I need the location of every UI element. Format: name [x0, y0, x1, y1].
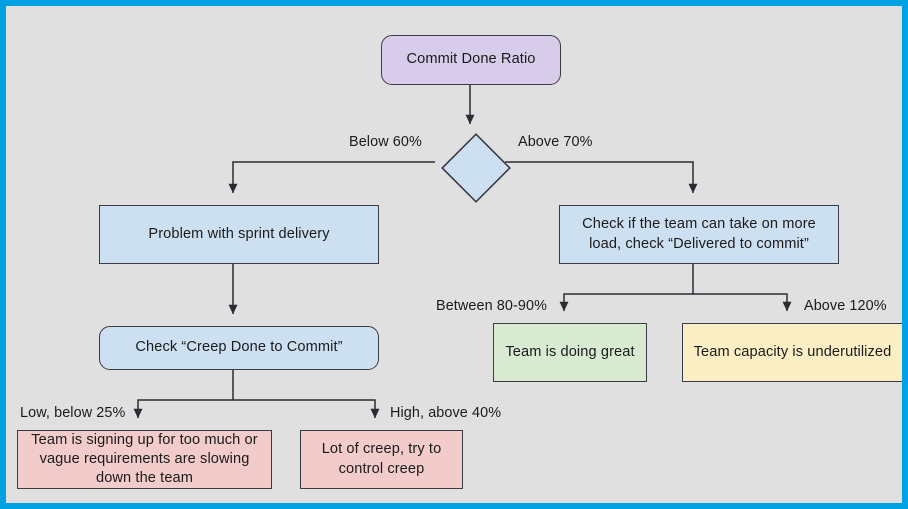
node-check-if-team-can-take-more-load[interactable]: Check if the team can take on more load,…: [559, 205, 839, 264]
edge-decision-to-check-load: [505, 161, 698, 194]
edge-label-above-70: Above 70%: [518, 134, 593, 150]
edge-label-low-below-25: Low, below 25%: [20, 405, 126, 421]
node-problem-with-sprint-delivery[interactable]: Problem with sprint delivery: [99, 205, 379, 264]
edge-creep-to-lot-of-creep: [233, 399, 380, 419]
node-team-signing-up-for-too-much[interactable]: Team is signing up for too much or vague…: [17, 430, 272, 489]
edge-creep-to-signing-up: [133, 364, 234, 419]
node-label: Check if the team can take on more load,…: [582, 216, 816, 252]
edge-label-between-80-90: Between 80-90%: [436, 298, 548, 314]
node-label: Team is signing up for too much or vague…: [31, 431, 258, 487]
node-lot-of-creep[interactable]: Lot of creep, try to control creep: [300, 430, 463, 489]
edge-label-above-120: Above 120%: [804, 298, 887, 314]
node-team-is-doing-great[interactable]: Team is doing great: [493, 323, 647, 382]
node-check-creep-done-to-commit[interactable]: Check “Creep Done to Commit”: [99, 326, 379, 370]
node-label: Lot of creep, try to control creep: [321, 441, 442, 477]
edge-label-high-above-40: High, above 40%: [390, 405, 502, 421]
edge-load-to-underutilized: [693, 293, 792, 312]
node-label: Team capacity is underutilized: [693, 343, 892, 360]
decision-diamond[interactable]: [441, 133, 511, 203]
edge-decision-to-problem: [228, 161, 435, 194]
node-team-capacity-is-underutilized[interactable]: Team capacity is underutilized: [682, 323, 902, 382]
node-label: Team is doing great: [505, 343, 635, 360]
edge-load-to-great: [559, 258, 694, 312]
edge-label-below-60: Below 60%: [349, 134, 422, 150]
node-commit-done-ratio[interactable]: Commit Done Ratio: [381, 35, 561, 85]
node-label: Check “Creep Done to Commit”: [135, 339, 343, 356]
node-label: Commit Done Ratio: [406, 51, 536, 68]
node-label: Problem with sprint delivery: [148, 225, 330, 242]
